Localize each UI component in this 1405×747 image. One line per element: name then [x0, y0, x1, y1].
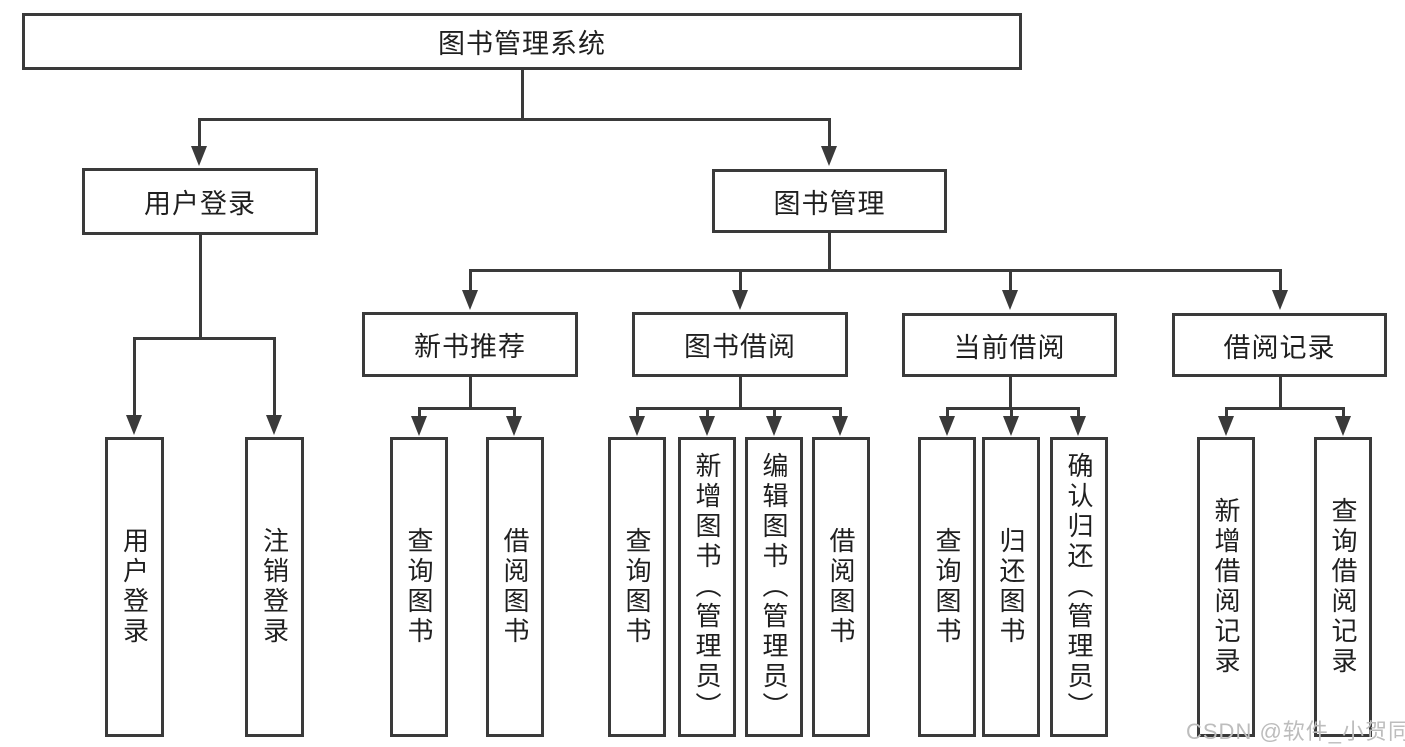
arrow-down-icon	[732, 290, 748, 310]
connector-root-drop-right	[828, 118, 831, 146]
arrow-down-icon	[1003, 416, 1019, 436]
connector-borrow-rail	[636, 407, 842, 410]
connector-newbooks-rail	[418, 407, 516, 410]
connector-newbooks-drop-1	[418, 407, 421, 418]
connector-records-stem	[1279, 377, 1282, 409]
connector-login-stem	[199, 235, 202, 339]
connector-current-drop-1	[946, 407, 949, 418]
leaf-query-books-3: 查询图书	[918, 437, 976, 737]
arrow-down-icon	[1002, 290, 1018, 310]
arrow-down-icon	[462, 290, 478, 310]
leaf-query-books-1-label: 查询图书	[404, 527, 434, 647]
arrow-down-icon	[821, 146, 837, 166]
connector-newbooks-drop-2	[513, 407, 516, 418]
leaf-return-books: 归还图书	[982, 437, 1040, 737]
connector-borrow-drop-4	[839, 407, 842, 418]
arrow-down-icon	[766, 416, 782, 436]
node-book-mgmt: 图书管理	[712, 169, 947, 233]
node-user-login: 用户登录	[82, 168, 318, 235]
leaf-return-books-label: 归还图书	[996, 527, 1026, 647]
leaf-confirm-return-admin: 确认归还（管理员）	[1050, 437, 1108, 737]
connector-mgmt-drop-2	[739, 269, 742, 292]
arrow-down-icon	[629, 416, 645, 436]
connector-root-stem	[521, 70, 524, 118]
node-root-label: 图书管理系统	[438, 29, 606, 59]
leaf-edit-books-admin-label: 编辑图书（管理员）	[759, 452, 789, 722]
arrow-down-icon	[411, 416, 427, 436]
node-current-borrow: 当前借阅	[902, 313, 1117, 377]
leaf-query-books-3-label: 查询图书	[932, 527, 962, 647]
node-borrow-records-label: 借阅记录	[1223, 332, 1336, 363]
leaf-add-borrow-record-label: 新增借阅记录	[1211, 497, 1241, 677]
leaf-query-borrow-record: 查询借阅记录	[1314, 437, 1372, 737]
connector-mgmt-drop-4	[1279, 269, 1282, 292]
leaf-confirm-return-admin-label: 确认归还（管理员）	[1064, 452, 1094, 722]
arrow-down-icon	[126, 415, 142, 435]
arrow-down-icon	[191, 146, 207, 166]
connector-current-drop-2	[1010, 407, 1013, 418]
arrow-down-icon	[939, 416, 955, 436]
arrow-down-icon	[1218, 416, 1234, 436]
leaf-query-borrow-record-label: 查询借阅记录	[1328, 497, 1358, 677]
node-current-borrow-label: 当前借阅	[953, 332, 1066, 363]
connector-records-drop-1	[1225, 407, 1228, 418]
node-new-books-label: 新书推荐	[414, 332, 526, 362]
node-user-login-label: 用户登录	[144, 189, 256, 219]
connector-login-drop-1	[133, 337, 136, 418]
arrow-down-icon	[506, 416, 522, 436]
leaf-query-books-2: 查询图书	[608, 437, 666, 737]
leaf-edit-books-admin: 编辑图书（管理员）	[745, 437, 803, 737]
leaf-borrow-books-2: 借阅图书	[812, 437, 870, 737]
leaf-borrow-books-1: 借阅图书	[486, 437, 544, 737]
connector-login-rail	[133, 337, 276, 340]
leaf-user-login: 用户登录	[105, 437, 164, 737]
connector-mgmt-stem	[828, 233, 831, 271]
connector-records-drop-2	[1342, 407, 1345, 418]
leaf-logout: 注销登录	[245, 437, 304, 737]
arrow-down-icon	[832, 416, 848, 436]
arrow-down-icon	[1335, 416, 1351, 436]
arrow-down-icon	[1272, 290, 1288, 310]
leaf-user-login-label: 用户登录	[119, 527, 150, 647]
leaf-add-borrow-record: 新增借阅记录	[1197, 437, 1255, 737]
node-book-mgmt-label: 图书管理	[773, 188, 886, 219]
connector-root-rail	[199, 118, 831, 121]
connector-borrow-stem	[739, 377, 742, 409]
connector-newbooks-stem	[469, 377, 472, 409]
leaf-borrow-books-1-label: 借阅图书	[500, 527, 530, 647]
node-book-borrow: 图书借阅	[632, 312, 848, 377]
connector-current-stem	[1009, 377, 1012, 409]
connector-borrow-drop-2	[706, 407, 709, 418]
connector-current-rail	[946, 407, 1080, 410]
csdn-watermark: CSDN @软件_小贺同学	[1186, 719, 1405, 744]
arrow-down-icon	[266, 415, 282, 435]
leaf-logout-label: 注销登录	[259, 527, 290, 647]
arrow-down-icon	[699, 416, 715, 436]
leaf-query-books-1: 查询图书	[390, 437, 448, 737]
node-root: 图书管理系统	[22, 13, 1022, 70]
node-book-borrow-label: 图书借阅	[684, 332, 796, 362]
node-new-books: 新书推荐	[362, 312, 578, 377]
connector-borrow-drop-1	[636, 407, 639, 418]
leaf-add-books-admin: 新增图书（管理员）	[678, 437, 736, 737]
node-borrow-records: 借阅记录	[1172, 313, 1387, 377]
connector-borrow-drop-3	[773, 407, 776, 418]
connector-mgmt-drop-3	[1009, 269, 1012, 292]
connector-current-drop-3	[1077, 407, 1080, 418]
connector-root-drop-left	[198, 118, 201, 146]
leaf-query-books-2-label: 查询图书	[622, 527, 652, 647]
leaf-borrow-books-2-label: 借阅图书	[826, 527, 856, 647]
leaf-add-books-admin-label: 新增图书（管理员）	[692, 452, 722, 722]
connector-mgmt-rail	[469, 269, 1282, 272]
arrow-down-icon	[1070, 416, 1086, 436]
connector-mgmt-drop-1	[469, 269, 472, 292]
connector-records-rail	[1225, 407, 1345, 410]
connector-login-drop-2	[273, 337, 276, 418]
